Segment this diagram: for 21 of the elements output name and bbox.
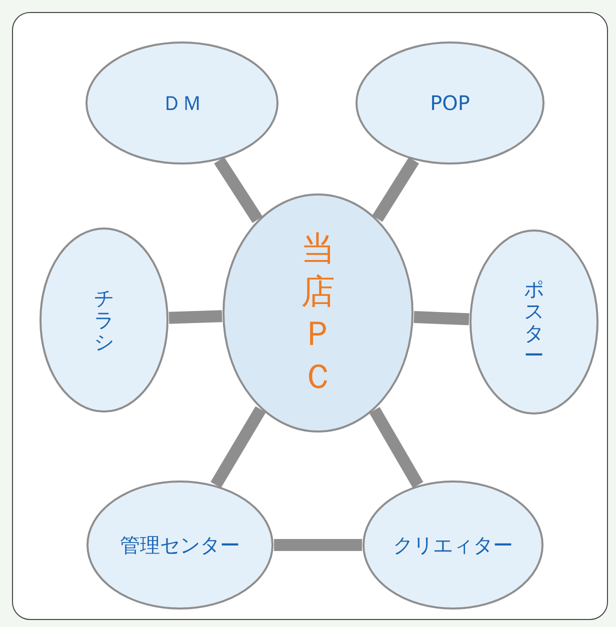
- connector-line: [274, 539, 362, 551]
- ellipse-node: [85, 41, 279, 165]
- node-label: クリエィター: [393, 532, 513, 558]
- connector-line: [414, 311, 470, 326]
- node-label: 当店ＰＣ: [301, 228, 335, 398]
- ellipse-node: [86, 480, 274, 610]
- ellipse-node: [222, 193, 414, 433]
- node-label: POP: [430, 91, 470, 115]
- node-label: チラシ: [94, 287, 114, 353]
- connector-line: [369, 407, 424, 488]
- ellipse-node: [469, 229, 599, 415]
- ellipse-node: [39, 227, 169, 413]
- connector-line: [214, 157, 263, 223]
- connector-line: [168, 310, 222, 324]
- node-label: 管理センター: [120, 532, 240, 558]
- ellipse-node: [355, 41, 545, 165]
- node-label: ＤＭ: [162, 90, 202, 116]
- connector-line: [210, 406, 266, 488]
- node-label: ポスター: [524, 278, 544, 366]
- ellipse-node: [362, 480, 544, 610]
- connector-line: [372, 157, 420, 222]
